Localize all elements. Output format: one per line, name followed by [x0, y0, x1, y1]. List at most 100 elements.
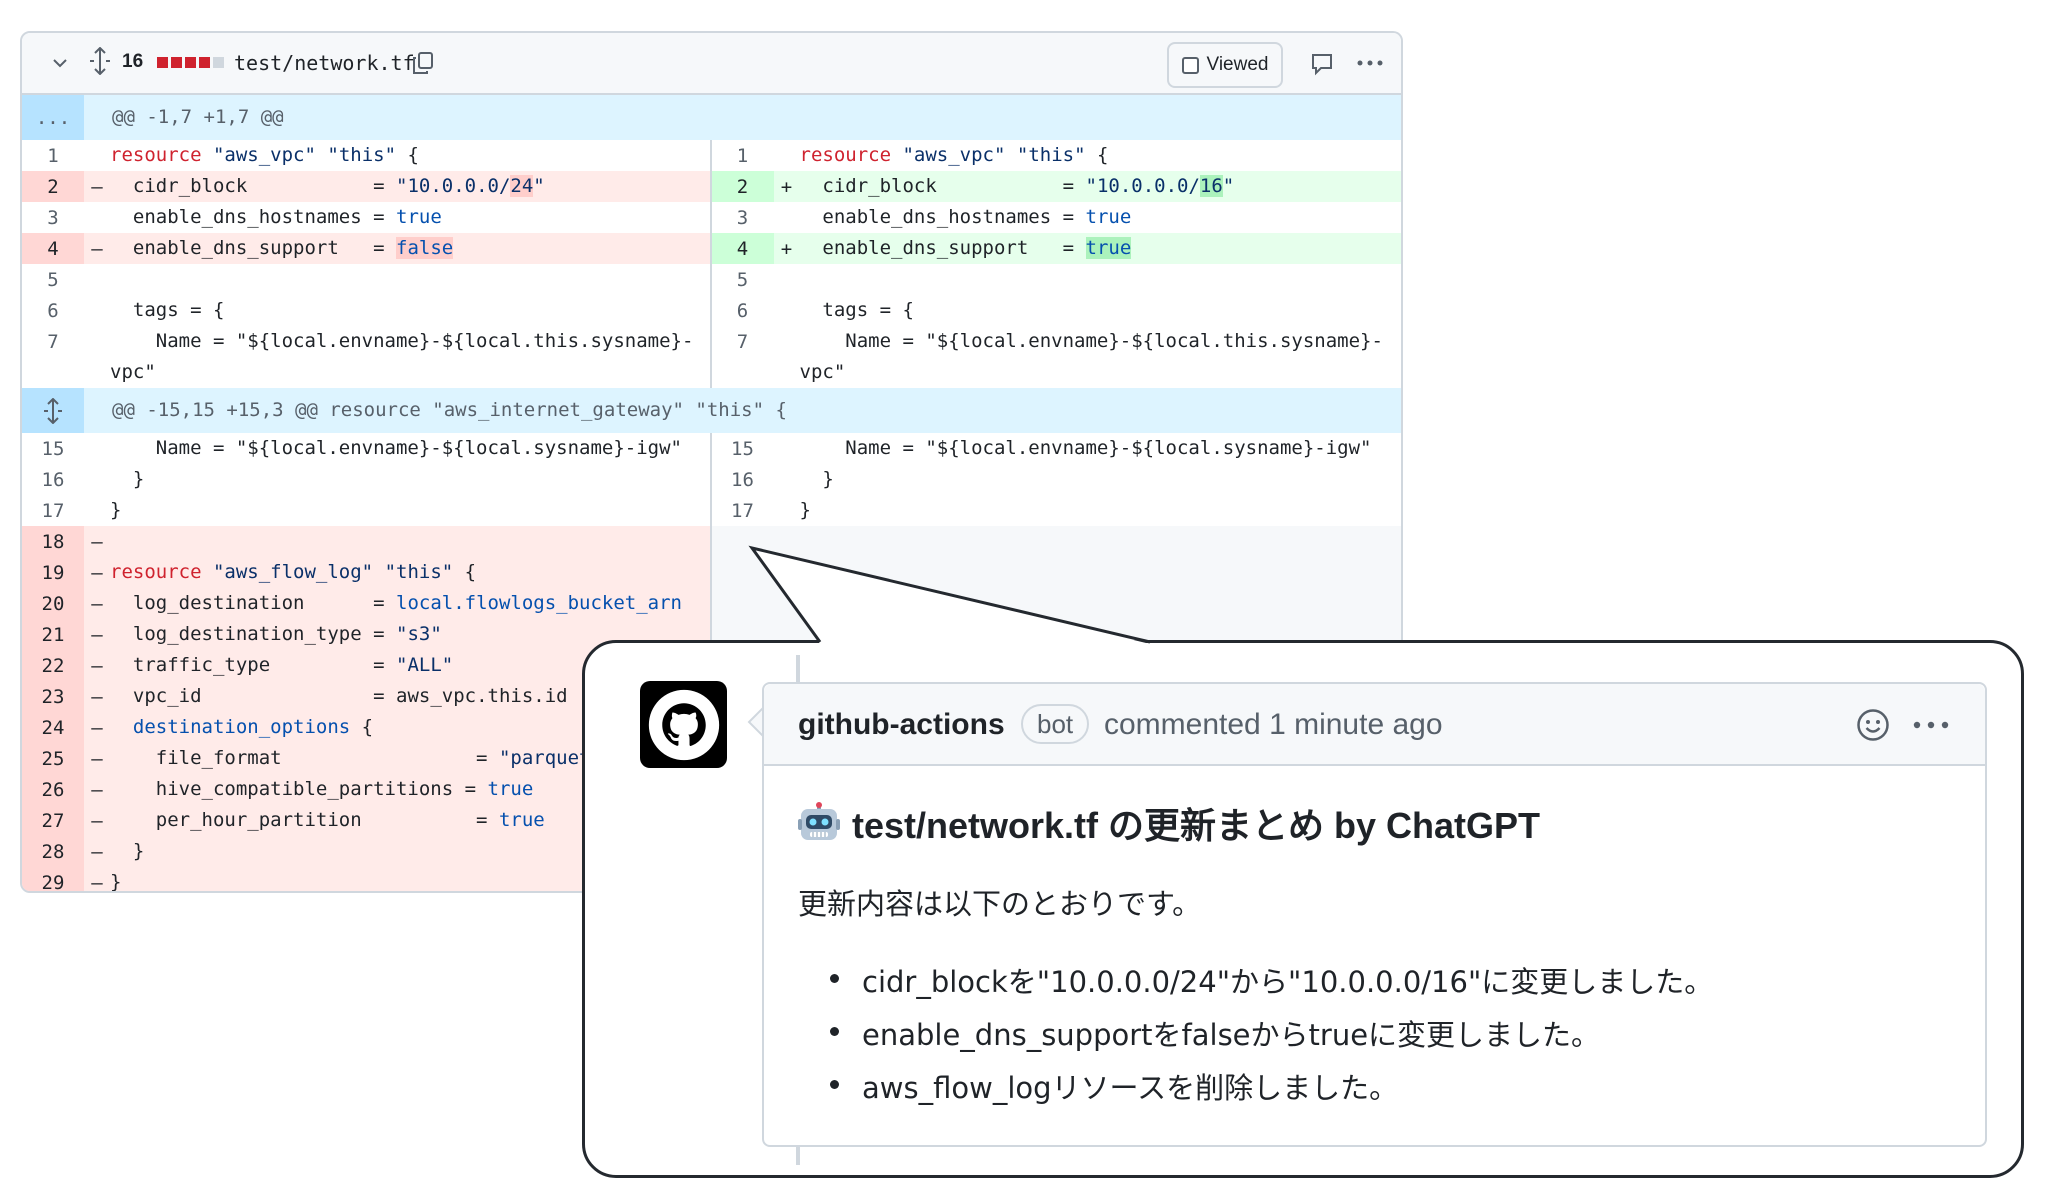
hunk-text: @@ -1,7 +1,7 @@ [112, 106, 284, 128]
diff-row: 7 Name = "${local.envname}-${local.this.… [22, 326, 1401, 388]
line-number[interactable]: 17 [731, 500, 754, 522]
line-number[interactable]: 15 [731, 438, 754, 460]
line-number[interactable]: 7 [47, 331, 59, 353]
line-number[interactable]: 1 [47, 145, 59, 167]
avatar[interactable] [640, 681, 727, 768]
comment-timestamp[interactable]: commented 1 minute ago [1104, 708, 1443, 741]
code-line: tags = { [799, 299, 914, 321]
viewed-label: Viewed [1206, 54, 1269, 75]
line-number[interactable]: 27 [22, 805, 84, 836]
expand-hunk-button[interactable] [22, 388, 84, 433]
bot-badge: bot [1021, 704, 1090, 744]
line-number[interactable]: 17 [41, 500, 65, 522]
code-line: } [110, 468, 145, 490]
list-item: enable_dns_supportをfalseからtrueに変更しました。 [830, 1012, 1955, 1065]
expand-hunk-button[interactable]: ... [22, 95, 84, 140]
kebab-icon[interactable] [1355, 51, 1385, 75]
code-line: destination_options { [110, 716, 374, 738]
line-number[interactable]: 28 [22, 836, 84, 867]
line-number[interactable]: 1 [736, 145, 749, 167]
line-number[interactable]: 29 [22, 867, 84, 891]
diff-row: 15 Name = "${local.envname}-${local.sysn… [22, 433, 1401, 464]
line-number[interactable]: 16 [731, 469, 754, 491]
line-number[interactable]: 3 [736, 207, 749, 229]
comment-body: test/network.tf の更新まとめ by ChatGPT 更新内容は以… [798, 799, 1955, 1118]
diff-row: 17 } 17 } [22, 495, 1401, 526]
line-number[interactable]: 19 [22, 557, 84, 588]
code-line: Name = "${local.envname}-${local.this.sy… [110, 330, 694, 383]
line-number[interactable]: 4 [22, 233, 84, 264]
file-header: 16 test/network.tf Viewed [22, 33, 1401, 95]
diff-row: 5 5 [22, 264, 1401, 295]
line-number[interactable]: 16 [41, 469, 65, 491]
code-line: traffic_type = "ALL" [110, 654, 454, 676]
line-number[interactable]: 23 [22, 681, 84, 712]
diff-row: 4– enable_dns_support = false 4+ enable_… [22, 233, 1401, 264]
change-list: cidr_blockを"10.0.0.0/24"から"10.0.0.0/16"に… [830, 959, 1955, 1118]
line-number[interactable]: 25 [22, 743, 84, 774]
code-line: Name = "${local.envname}-${local.sysname… [110, 437, 682, 459]
code-line: Name = "${local.envname}-${local.sysname… [799, 437, 1372, 459]
code-line: log_destination_type = "s3" [110, 623, 442, 645]
expand-icon [44, 397, 62, 424]
comment-icon[interactable] [1310, 52, 1334, 76]
code-line: hive_compatible_partitions = true [110, 778, 534, 800]
diff-row: 6 tags = { 6 tags = { [22, 295, 1401, 326]
expand-icon[interactable] [88, 47, 112, 75]
line-number[interactable]: 20 [22, 588, 84, 619]
line-number[interactable]: 3 [47, 207, 59, 229]
code-line: cidr_block = "10.0.0.0/16" [799, 175, 1235, 197]
line-number[interactable]: 6 [736, 300, 749, 322]
list-item: aws_flow_logリソースを削除しました。 [830, 1065, 1955, 1118]
code-line: resource "aws_vpc" "this" { [110, 144, 419, 166]
code-line: } [110, 840, 145, 862]
comment-card: github-actions bot commented 1 minute ag… [762, 682, 1987, 1147]
line-number[interactable]: 15 [41, 438, 65, 460]
code-line: resource "aws_flow_log" "this" { [110, 561, 477, 583]
file-name[interactable]: test/network.tf [234, 51, 415, 75]
comment-title-text: test/network.tf の更新まとめ by ChatGPT [852, 805, 1541, 846]
code-line: vpc_id = aws_vpc.this.id [110, 685, 568, 707]
diff-row: 18– [22, 526, 1401, 557]
code-line: } [110, 499, 122, 521]
diff-row: 3 enable_dns_hostnames = true 3 enable_d… [22, 202, 1401, 233]
code-line: Name = "${local.envname}-${local.this.sy… [799, 330, 1383, 383]
code-line: enable_dns_support = false [110, 237, 454, 259]
code-line: } [799, 468, 834, 490]
robot-icon [798, 802, 840, 840]
viewed-checkbox[interactable]: Viewed [1167, 42, 1283, 88]
hunk-header: @@ -15,15 +15,3 @@ resource "aws_interne… [22, 388, 1401, 433]
line-number[interactable]: 18 [22, 526, 84, 557]
code-line: enable_dns_hostnames = true [110, 206, 442, 228]
chevron-down-icon[interactable] [52, 55, 68, 71]
diff-row: 2– cidr_block = "10.0.0.0/24" 2+ cidr_bl… [22, 171, 1401, 202]
code-line: cidr_block = "10.0.0.0/24" [110, 175, 545, 197]
changes-count: 16 [122, 51, 144, 72]
list-item: cidr_blockを"10.0.0.0/24"から"10.0.0.0/16"に… [830, 959, 1955, 1012]
smiley-icon[interactable] [1856, 708, 1890, 742]
line-number[interactable]: 5 [736, 269, 749, 291]
comment-header: github-actions bot commented 1 minute ag… [764, 684, 1985, 766]
line-number[interactable]: 22 [22, 650, 84, 681]
hunk-text: @@ -15,15 +15,3 @@ resource "aws_interne… [112, 399, 787, 421]
comment-author[interactable]: github-actions [798, 708, 1005, 741]
github-logo-icon [648, 689, 719, 760]
line-number[interactable]: 7 [736, 331, 749, 353]
line-number[interactable]: 2 [711, 171, 774, 202]
code-line: resource "aws_vpc" "this" { [799, 144, 1109, 166]
line-number[interactable]: 5 [47, 269, 59, 291]
line-number[interactable]: 6 [47, 300, 59, 322]
diffstat-blocks [157, 57, 224, 68]
code-line: log_destination = local.flowlogs_bucket_… [110, 592, 682, 614]
kebab-icon[interactable] [1911, 716, 1951, 734]
code-line: } [110, 871, 122, 893]
copy-icon[interactable] [412, 51, 434, 75]
code-line: file_format = "parquet" [110, 747, 602, 769]
line-number[interactable]: 24 [22, 712, 84, 743]
line-number[interactable]: 2 [22, 171, 84, 202]
hunk-header: ... @@ -1,7 +1,7 @@ [22, 95, 1401, 140]
line-number[interactable]: 4 [711, 233, 774, 264]
comment-title: test/network.tf の更新まとめ by ChatGPT [798, 799, 1955, 847]
line-number[interactable]: 26 [22, 774, 84, 805]
line-number[interactable]: 21 [22, 619, 84, 650]
